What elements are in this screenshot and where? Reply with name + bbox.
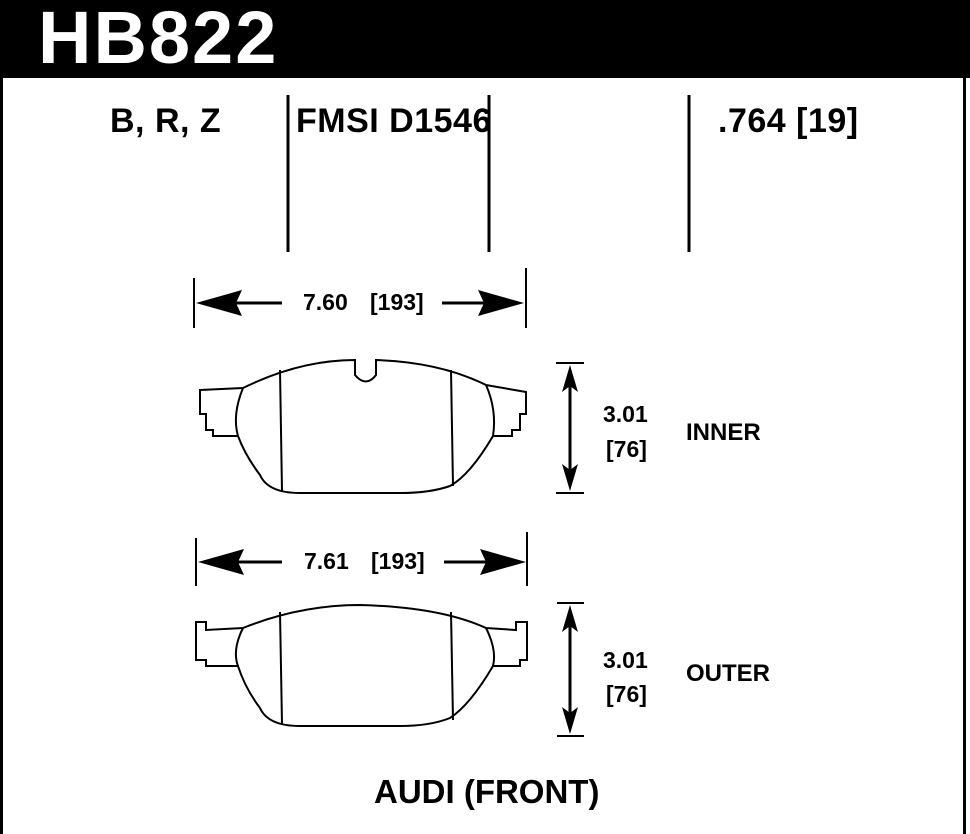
- header-bar: HB822: [0, 0, 970, 79]
- inner-width-mm: [193]: [370, 289, 424, 315]
- inner-height-dimension: [556, 362, 584, 494]
- part-number: HB822: [38, 0, 279, 79]
- inner-pad-outline: [199, 358, 527, 494]
- pad-thickness: .764 [19]: [718, 102, 859, 140]
- spec-frame: [0, 78, 966, 834]
- outer-pad-outline: [195, 603, 528, 727]
- inner-width-dimension: [193, 268, 527, 328]
- inner-label: INNER: [686, 419, 761, 446]
- outer-height-value: 3.01: [603, 647, 648, 673]
- outer-width-value: 7.61: [304, 548, 349, 574]
- outer-height-mm: [76]: [606, 681, 647, 707]
- inner-width-value: 7.60: [303, 289, 348, 315]
- column-dividers: [286, 95, 691, 252]
- inner-height-value: 3.01: [603, 401, 648, 427]
- fmsi-number: FMSI D1546: [296, 102, 492, 140]
- compound-codes: B, R, Z: [110, 102, 222, 140]
- outer-width-mm: [193]: [371, 548, 425, 574]
- inner-height-mm: [76]: [606, 436, 647, 462]
- outer-width-dimension: [195, 532, 528, 586]
- application-label: AUDI (FRONT): [374, 773, 600, 810]
- outer-label: OUTER: [686, 660, 770, 687]
- outer-height-dimension: [557, 602, 584, 737]
